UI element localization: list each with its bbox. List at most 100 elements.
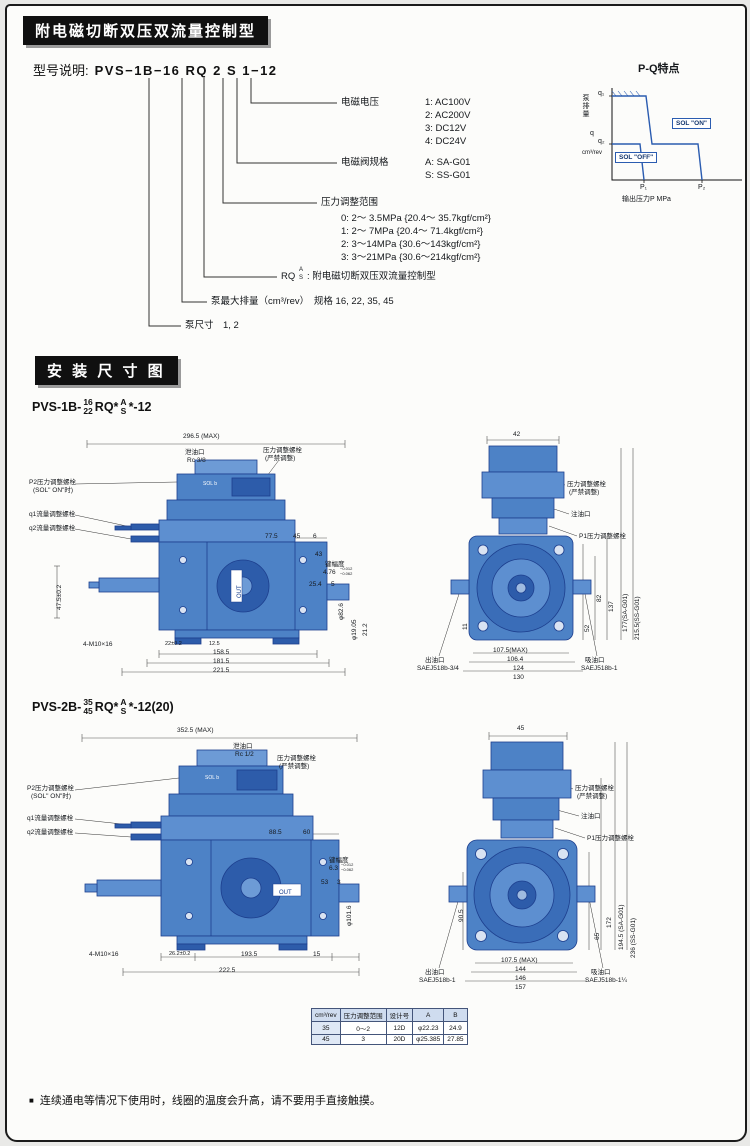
dim-label: A: SA-G01 — [425, 157, 471, 168]
spec-cell: φ22.23 — [412, 1021, 445, 1035]
pq-sol-on-box: SOL "ON" — [672, 118, 711, 129]
dim-label: 193.5 — [241, 951, 258, 958]
pq-chart-title: P-Q特点 — [638, 63, 680, 75]
dim-label: 137 — [608, 601, 615, 612]
dim-label: 泄油口 — [185, 449, 205, 456]
dim-label: 注油口 — [571, 511, 591, 518]
pq-ylabel-q: q — [590, 130, 594, 137]
pq-sol-off-box: SOL "OFF" — [615, 152, 658, 163]
spec-cell: 3 — [339, 1034, 387, 1045]
dim-label: P1压力调整螺栓 — [579, 533, 626, 540]
dim-label: 泵最大排量（cm³/rev） 规格 16, 22, 35, 45 — [211, 296, 394, 307]
dim-label: 45 — [517, 725, 525, 732]
dim-label: RQ — [281, 271, 296, 282]
dim-label: 出油口 — [425, 657, 445, 664]
drawing1-pvs1b: 296.5 (MAX) P2压力调整螺栓(SOL" ON"时) q1流量调整螺栓 q2… — [27, 424, 739, 686]
dim-label: 177(SA-G01) — [622, 593, 629, 632]
dim-label: 26.2±0.2 — [169, 951, 191, 957]
footer-note: ■ 连续通电等情况下使用时，线圈的温度会升高，请不要用手直接触摸。 — [29, 1092, 381, 1108]
dim-label: (严禁调整) — [569, 489, 600, 496]
section2-title-bar: 安 装 尺 寸 图 — [35, 356, 178, 385]
dim-label: SOL b — [203, 481, 217, 487]
dim-label: 0: 2～ 3.5MPa {20.4～ 35.7kgf/cm²} — [341, 213, 491, 224]
dim-label: φ82.6 — [338, 603, 345, 620]
spec-header-a: A — [412, 1008, 445, 1022]
dim-label: 21.2 — [362, 623, 369, 636]
pq-q1-label: q₁ — [598, 90, 605, 97]
pq-p1-label: P₁ — [640, 184, 648, 191]
sub2-valve-stack: A S — [120, 698, 126, 715]
dim-label: 106.4 — [507, 656, 524, 663]
sub1-prefix: PVS-1B- — [32, 399, 82, 414]
pq-p2-label: P₂ — [698, 184, 706, 191]
dim-label: 吸油口 — [585, 657, 605, 664]
spec-cell: 0～2 — [339, 1021, 387, 1035]
dim-label: 130 — [513, 674, 524, 681]
dim-label: −0.012 — [340, 566, 353, 571]
dim-label: 2: AC200V — [425, 110, 471, 121]
dim-label: 236 (SS-G01) — [630, 917, 637, 958]
dim-label: q2流量调整螺栓 — [27, 829, 74, 836]
dim-label: 11 — [462, 623, 469, 630]
dim-label: P2压力调整螺栓 — [27, 785, 74, 792]
dim-label: 2: 3～14MPa {30.6～143kgf/cm²} — [341, 239, 481, 250]
dim-label: 194.5 (SA-G01) — [618, 904, 625, 950]
pq-ylabel-cjk: 泵排量 — [582, 94, 589, 118]
dim-label: 压力调整范围 — [321, 197, 379, 208]
dim-label: SAEJ518b-1¼ — [585, 977, 627, 984]
dim-label: 172 — [606, 917, 613, 928]
drawing1-subtitle: PVS-1B- 16 22 RQ* A S *-12 — [32, 398, 152, 415]
dim-label: 1: 2～ 7MPa {20.4～ 71.4kgf/cm²} — [341, 226, 484, 237]
dim-label: q2流量调整螺栓 — [29, 525, 76, 532]
dim-label: 泵尺寸 1, 2 — [185, 320, 239, 331]
dim-label: SOL b — [205, 775, 219, 781]
dim-label: 42 — [513, 431, 521, 438]
model-code-connector-lines — [148, 78, 337, 327]
dim-label: 296.5 (MAX) — [183, 433, 220, 440]
spec-header-b: B — [443, 1008, 468, 1022]
dim-label: 90.5 — [458, 909, 465, 922]
spec-cell: 27.85 — [443, 1034, 468, 1045]
dim-label: (SOL" ON"时) — [31, 793, 72, 800]
sub1-mid: RQ* — [94, 399, 119, 414]
dim-label: Rc 1/2 — [235, 751, 254, 758]
spec-cell: 35 — [311, 1021, 341, 1035]
dim-label: 4-M10×16 — [89, 951, 119, 958]
dim-label: q1流量调整螺栓 — [29, 511, 76, 518]
dim-label: A — [299, 267, 304, 273]
model-code-line: 型号说明:PVS−1B−16 RQ 2 S 1−12 — [33, 60, 278, 79]
sub1-top: 16 — [83, 397, 93, 407]
dim-label: (SOL" ON"时) — [33, 487, 74, 494]
dim-label: 键幅度 — [329, 857, 349, 864]
sub1-displacement-stack: 16 22 — [83, 398, 92, 415]
dim-label: 压力调整螺栓 — [263, 447, 302, 454]
dim-label: 泄油口 — [233, 743, 253, 750]
dim-label: 压力调整螺栓 — [575, 785, 614, 792]
table-row: 35 0～2 12D φ22.23 24.9 — [311, 1021, 468, 1035]
dim-label: (严禁调整) — [265, 455, 296, 462]
dim-label: 215.5(SS-G01) — [634, 596, 641, 640]
dim-label: 146 — [515, 975, 526, 982]
dim-label: : 附电磁切断双压双流量控制型 — [307, 271, 436, 282]
footer-bullet: ■ — [29, 1095, 34, 1105]
model-code-prefix: 型号说明: — [33, 63, 89, 78]
dim-label: S: SS-G01 — [425, 170, 471, 181]
dim-label: P1压力调整螺栓 — [587, 835, 634, 842]
dim-label: 65 — [594, 932, 601, 940]
dim-label: 注油口 — [581, 813, 601, 820]
dim-label: P2压力调整螺栓 — [29, 479, 76, 486]
sub1-stop: A — [120, 397, 127, 407]
catalog-page: 附电磁切断双压双流量控制型 型号说明:PVS−1B−16 RQ 2 S 1−12… — [5, 4, 747, 1142]
sub2-sbottom: S — [120, 705, 127, 716]
dim-label: 352.5 (MAX) — [177, 727, 214, 734]
dim-label: 25.4 — [309, 581, 322, 588]
sub1-sbottom: S — [120, 405, 127, 416]
section1-title: 附电磁切断双压双流量控制型 — [35, 23, 257, 40]
spec-header-design-no: 设计号 — [385, 1008, 414, 1022]
spec-cell: φ25.385 — [412, 1034, 445, 1045]
dim-label: 吸油口 — [591, 969, 611, 976]
sub1-bottom: 22 — [83, 405, 93, 416]
spec-cell: 12D — [385, 1021, 414, 1035]
dim-label: 144 — [515, 966, 526, 973]
